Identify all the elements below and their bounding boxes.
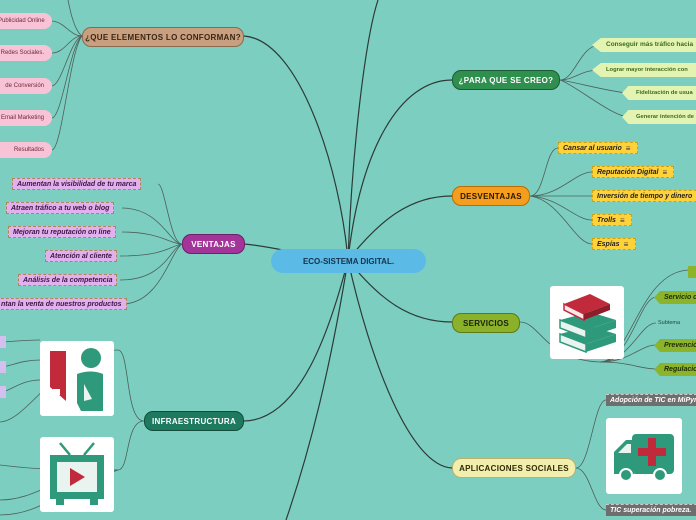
ventajas-item-6[interactable]: ntan la venta de nuestros productos — [0, 298, 127, 310]
person-info-image — [40, 341, 114, 416]
notes-icon[interactable]: ≡ — [623, 240, 629, 249]
books-icon — [559, 294, 616, 354]
servicios-collapsed-node[interactable] — [688, 266, 696, 278]
desventajas-item-3[interactable]: Inversión de tiempo y dinero — [592, 190, 696, 202]
desventajas-item-1[interactable]: Cansar al usuario≡ — [558, 142, 638, 154]
branch-servicios[interactable]: SERVICIOS — [452, 313, 520, 333]
conforman-item-2[interactable]: Redes Sociales. — [0, 45, 52, 61]
desventajas-item-4-label: Trolls — [597, 217, 616, 224]
central-topic[interactable]: ECO-SISTEMA DIGITAL. — [271, 249, 426, 273]
notes-icon[interactable]: ≡ — [625, 144, 631, 153]
notes-icon[interactable]: ≡ — [662, 168, 668, 177]
infra-collapsed-node-1[interactable] — [0, 336, 6, 348]
ventajas-item-2[interactable]: Atraen tráfico a tu web o blog — [6, 202, 115, 214]
para-que-item-1[interactable]: Conseguir más tráfico hacia — [592, 38, 696, 52]
infra-collapsed-node-2[interactable] — [0, 361, 6, 373]
tv-play-icon — [50, 442, 104, 505]
para-que-item-2[interactable]: Lograr mayor interacción con — [592, 63, 696, 77]
books-image — [550, 286, 624, 359]
ambulance-icon — [614, 434, 674, 482]
aplicaciones-item-1[interactable]: Adopción de TIC en MiPym — [606, 394, 696, 406]
conforman-item-3[interactable]: de Conversión — [0, 78, 52, 94]
conforman-item-5[interactable]: Resultados — [0, 142, 52, 158]
subtema-label[interactable]: Subtema — [658, 320, 681, 326]
para-que-item-4[interactable]: Generar intención de — [622, 110, 696, 124]
tv-image — [40, 437, 114, 512]
branch-para-que[interactable]: ¿PARA QUE SE CREO? — [452, 70, 560, 90]
conforman-item-1[interactable]: Publicidad Online — [0, 13, 52, 29]
desventajas-item-2-label: Reputación Digital — [597, 169, 659, 176]
branch-ventajas[interactable]: VENTAJAS — [182, 234, 245, 254]
servicios-item-2[interactable]: Prevenció — [654, 339, 696, 352]
aplicaciones-item-2[interactable]: TIC superación pobreza. — [606, 504, 696, 516]
ventajas-item-5[interactable]: Análisis de la competencia — [18, 274, 118, 286]
person-info-icon — [50, 348, 103, 411]
branch-aplicaciones[interactable]: APLICACIONES SOCIALES — [452, 458, 576, 478]
desventajas-item-5-label: Espías — [597, 241, 620, 248]
branch-infraestructura[interactable]: INFRAESTRUCTURA — [144, 411, 244, 431]
para-que-item-3[interactable]: Fidelización de usua — [622, 86, 696, 100]
desventajas-item-4[interactable]: Trolls≡ — [592, 214, 632, 226]
infra-collapsed-node-3[interactable] — [0, 386, 6, 398]
ventajas-item-4[interactable]: Atención al cliente — [45, 250, 117, 262]
servicios-item-1[interactable]: Servicio de — [654, 291, 696, 304]
ambulance-image — [606, 418, 682, 494]
notes-icon[interactable]: ≡ — [619, 216, 625, 225]
branch-conforman[interactable]: ¿QUE ELEMENTOS LO CONFORMAN? — [82, 27, 244, 47]
desventajas-item-1-label: Cansar al usuario — [563, 145, 622, 152]
servicios-item-3[interactable]: Regulacion — [654, 363, 696, 376]
branch-desventajas[interactable]: DESVENTAJAS — [452, 186, 530, 206]
conforman-item-4[interactable]: Email Marketing — [0, 110, 52, 126]
ventajas-item-3[interactable]: Mejoran tu reputación on line — [8, 226, 116, 238]
desventajas-item-5[interactable]: Espías≡ — [592, 238, 636, 250]
desventajas-item-2[interactable]: Reputación Digital≡ — [592, 166, 675, 178]
ventajas-item-1[interactable]: Aumentan la visibilidad de tu marca — [12, 178, 142, 190]
